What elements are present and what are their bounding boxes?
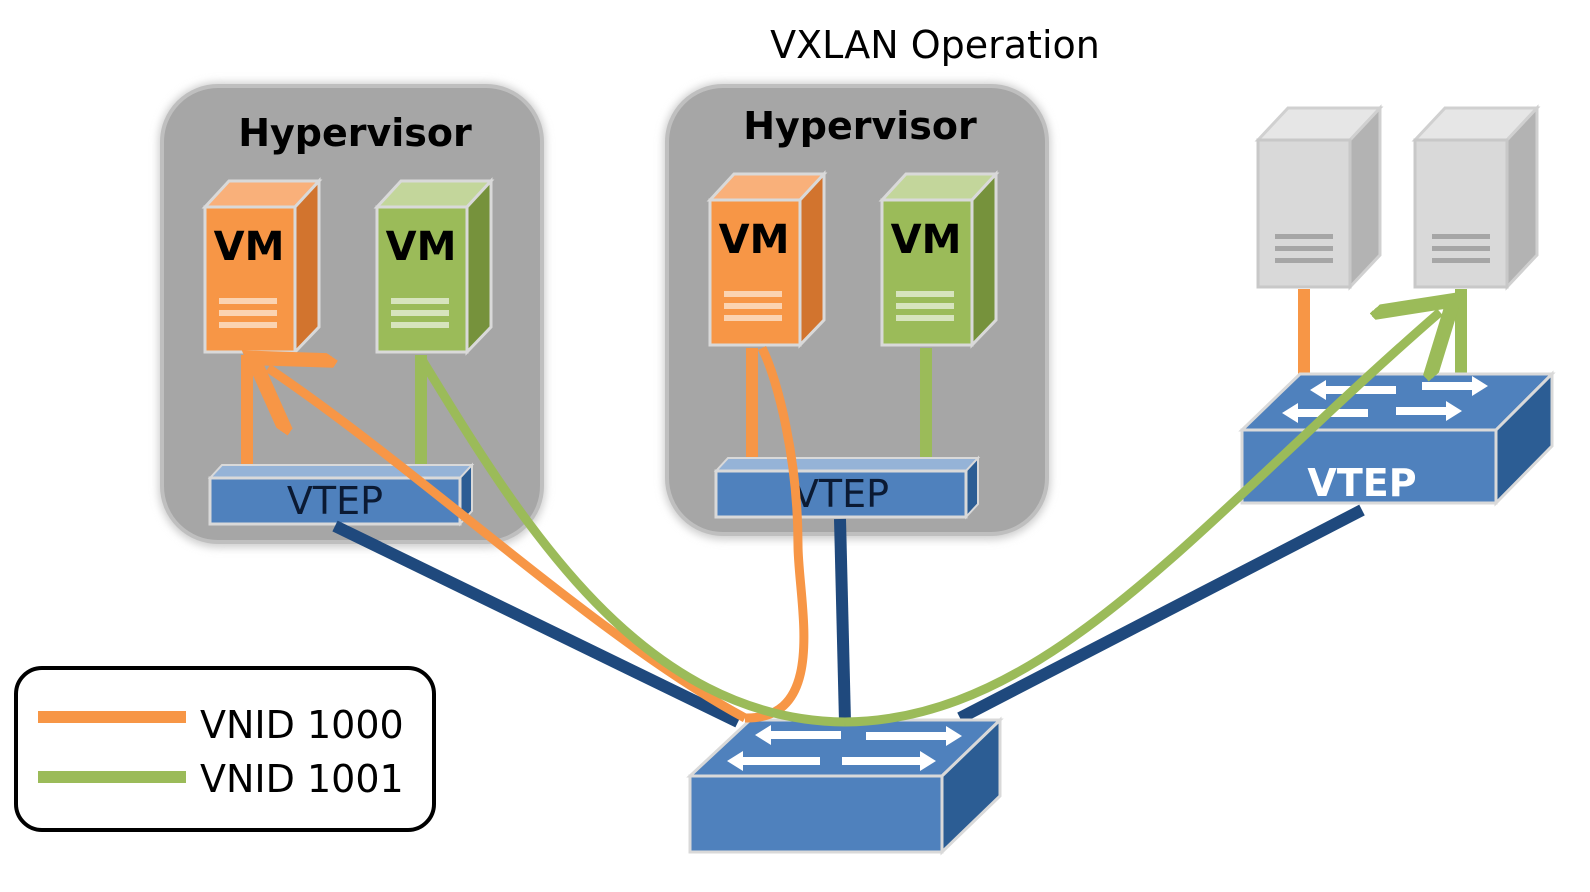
core-switch: [686, 716, 1004, 856]
legend-label-vnid-1000: VNID 1000: [200, 703, 404, 747]
hypervisor-2-label: Hypervisor: [743, 104, 977, 148]
hypervisor-1-vm-vnid-1001: VM: [373, 177, 495, 356]
hypervisor-2-vtep: VTEP: [713, 455, 981, 520]
switch-arrows: [727, 725, 962, 771]
vtep-label: VTEP: [287, 479, 383, 523]
hypervisor-2-vm-vnid-1001: VM: [878, 170, 1000, 349]
legend-label-vnid-1001: VNID 1001: [200, 757, 404, 801]
vm-label: VM: [386, 224, 457, 270]
underlay-link-1: [332, 520, 741, 728]
underlay-links: [332, 504, 1365, 728]
underlay-link-3: [957, 504, 1365, 724]
hardware-vtep-switch: VTEP: [1238, 370, 1556, 507]
legend-box: [14, 666, 436, 832]
physical-server-2: [1411, 104, 1541, 291]
hypervisor-1-vm-vnid-1000: VM: [201, 177, 323, 356]
vnid-1001-path-hv1: [417, 355, 846, 727]
vm-label: VM: [214, 224, 285, 270]
vnid-1000-path-hv1: [268, 368, 748, 722]
vnid-1000-path-hv2: [744, 345, 809, 723]
vm-label: VM: [719, 217, 790, 263]
legend: VNID 1000 VNID 1001: [14, 666, 436, 832]
hypervisor-2-vm-vnid-1000: VM: [706, 170, 828, 349]
vtep-label: VTEP: [1307, 461, 1416, 505]
diagram-title: VXLAN Operation: [770, 23, 1100, 67]
underlay-link-2: [834, 518, 851, 723]
hypervisor-2: Hypervisor VM VM VTEP: [663, 82, 1051, 540]
physical-server-1: [1254, 104, 1384, 291]
hypervisor-1-label: Hypervisor: [238, 111, 472, 155]
vm-label: VM: [891, 217, 962, 263]
vtep-label: VTEP: [793, 472, 889, 516]
vnid-1001-path-server: [844, 312, 1440, 727]
hypervisor-1: Hypervisor VM VM V: [158, 82, 546, 548]
